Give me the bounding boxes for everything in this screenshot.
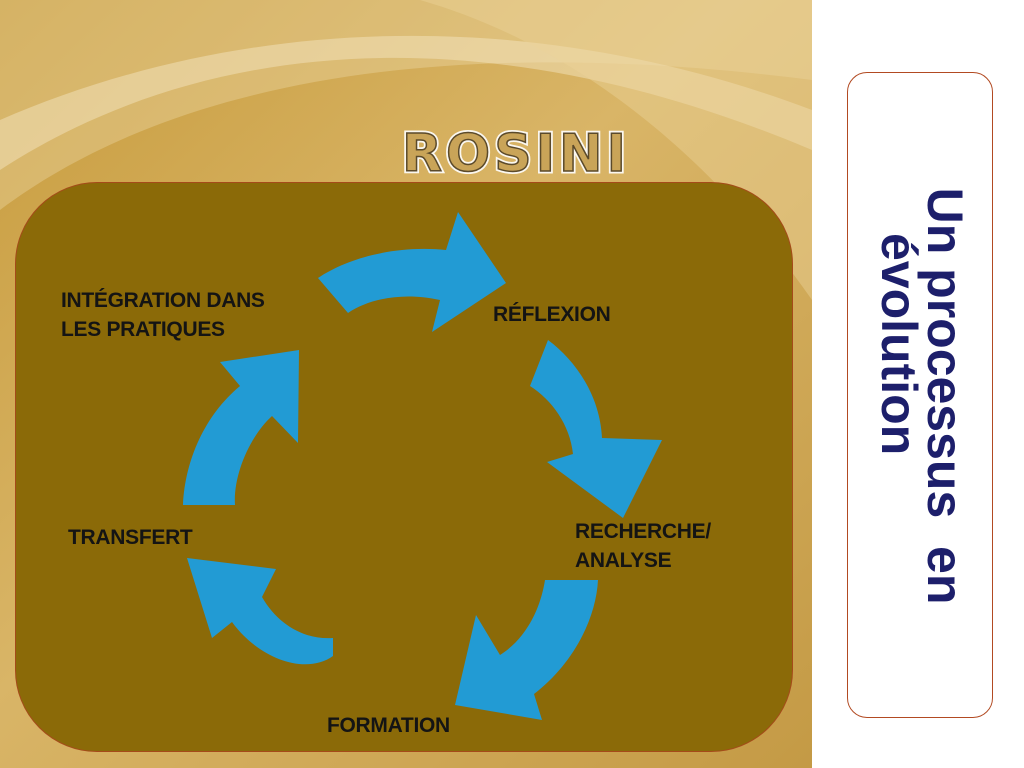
- brand-logo-halo: ROSINI: [402, 124, 630, 184]
- cycle-diagram: [183, 212, 662, 720]
- arrow-reflexion-to-recherche: [530, 340, 662, 518]
- brand-logo: ROSINI ROSINI: [400, 122, 630, 187]
- stage-recherche-analyse: RECHERCHE/ ANALYSE: [575, 520, 711, 572]
- stage-reflexion: RÉFLEXION: [493, 303, 611, 326]
- brand-logo-text: ROSINI: [402, 124, 630, 184]
- arrow-integration-to-reflexion: [318, 212, 506, 332]
- stage-integration: INTÉGRATION DANS LES PRATIQUES: [61, 289, 265, 341]
- arrow-transfert-to-integration: [183, 350, 299, 505]
- title-line-1: Un processus en: [917, 188, 973, 605]
- stage-formation: FORMATION: [327, 714, 450, 737]
- title-line-2: évolution: [871, 233, 927, 455]
- arrow-recherche-to-formation: [455, 580, 598, 720]
- arrow-formation-to-transfert: [187, 558, 333, 665]
- title-box: Un processus en évolution: [847, 72, 993, 718]
- stage-transfert: TRANSFERT: [68, 526, 193, 549]
